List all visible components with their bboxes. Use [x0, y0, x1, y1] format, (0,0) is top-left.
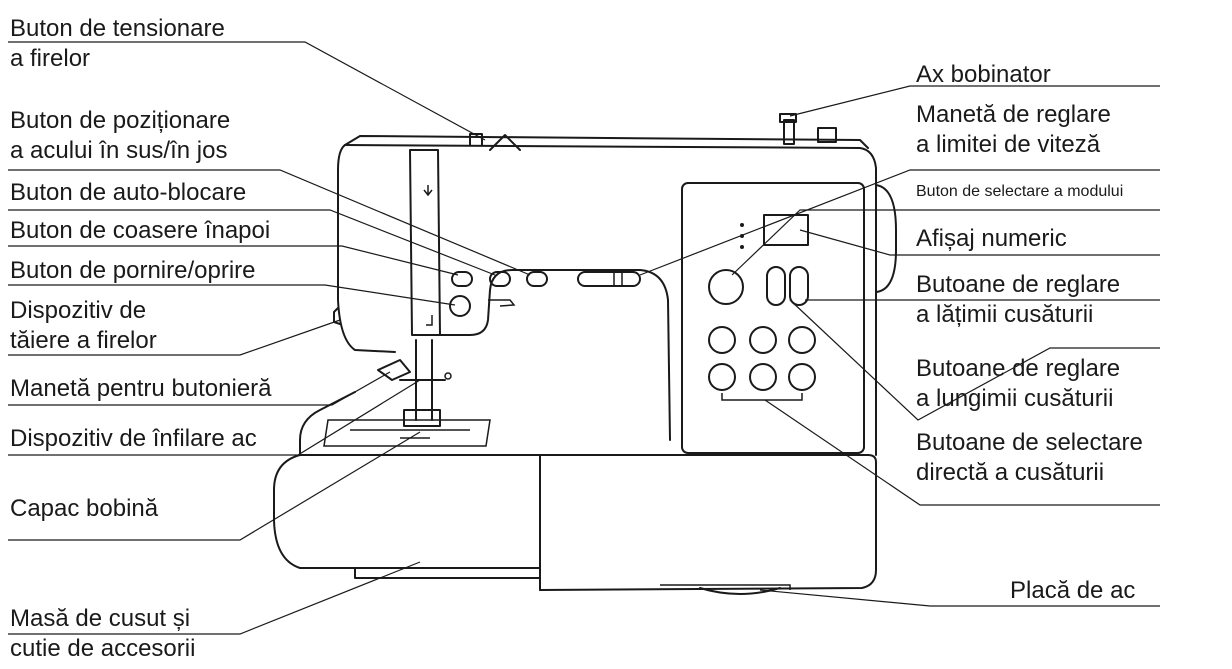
leader-numeric-display	[799, 229, 1160, 256]
label-line: Masă de cusut și	[10, 605, 191, 632]
label-line: Butoane de reglare	[916, 355, 1121, 382]
label-auto-lock-button: Buton de auto-blocare	[10, 179, 247, 206]
label-line: a firelor	[10, 45, 91, 72]
label-thread-tension-dial: Buton de tensionare a firelor	[10, 14, 225, 74]
numeric-display-part	[763, 214, 809, 246]
leader-speed-limit	[639, 169, 1160, 276]
leader-threader	[8, 379, 421, 456]
label-line: a lățimii cusăturii	[916, 301, 1094, 328]
leader-reverse	[8, 245, 459, 276]
auto-lock-button-part	[489, 271, 511, 287]
label-line: Manetă de reglare	[916, 101, 1111, 128]
arm-throat	[439, 269, 671, 441]
label-extension-table: Masă de cusut și cutie de accesorii	[10, 604, 195, 664]
label-start-stop-button: Buton de pornire/oprire	[10, 257, 256, 284]
label-line: Buton de poziționare	[10, 107, 231, 134]
base-outline	[354, 454, 877, 591]
label-line: cutie de accesorii	[10, 635, 196, 662]
needle-bar-channel	[409, 149, 441, 336]
label-stitch-length-buttons: Butoane de reglare a lungimii cusăturii	[916, 354, 1120, 414]
leader-bobbin-winder	[789, 85, 1160, 117]
head-outline	[344, 144, 877, 456]
speed-slider-knob	[613, 272, 623, 286]
label-needle-plate: Placă de ac	[1010, 577, 1136, 604]
leader-thread-tension	[8, 41, 486, 141]
leader-direct-stitch	[764, 399, 1160, 506]
leader-buttonhole	[8, 371, 391, 406]
machine-body	[273, 113, 897, 595]
label-line: a limitei de viteză	[916, 131, 1101, 158]
label-bobbin-cover: Capac bobină	[10, 495, 159, 522]
label-bobbin-winder-spindle: Ax bobinator	[916, 61, 1051, 88]
leader-extension-table	[8, 561, 421, 635]
label-line: Butoane de reglare	[916, 271, 1121, 298]
label-line: a acului în sus/în jos	[10, 137, 228, 164]
label-line: Buton de tensionare	[10, 15, 225, 42]
needle-plate-part	[323, 419, 491, 447]
indicator-dot	[740, 245, 744, 249]
label-buttonhole-lever: Manetă pentru butonieră	[10, 375, 272, 402]
bobbin-winder-spindle-part	[779, 113, 837, 145]
label-reverse-button: Buton de coasere înapoi	[10, 217, 271, 244]
leader-needle-up-down	[8, 169, 531, 276]
arrow-down-mark	[423, 185, 433, 197]
direct-stitch-button-part	[708, 326, 816, 401]
leader-bobbin-cover	[8, 431, 421, 541]
label-numeric-display: Afișaj numeric	[916, 225, 1067, 252]
bed-top	[299, 391, 541, 591]
extension-table-outline	[273, 454, 541, 569]
label-mode-select-button: Buton de selectare a modului	[916, 183, 1124, 200]
arrow-up-mark	[426, 315, 433, 326]
label-needle-threader: Dispozitiv de înfilare ac	[10, 425, 257, 452]
base-foot	[699, 587, 781, 595]
label-line: a lungimii cusăturii	[916, 385, 1114, 412]
label-direct-stitch-buttons: Butoane de selectare directă a cusăturii	[916, 428, 1143, 488]
label-line: Dispozitiv de	[10, 297, 147, 324]
leader-mode-select	[731, 209, 1160, 276]
leader-stitch-length	[789, 299, 1160, 421]
stitch-length-button-part	[789, 266, 809, 306]
mode-select-button-part	[708, 269, 744, 305]
label-stitch-width-buttons: Butoane de reglare a lățimii cusăturii	[916, 270, 1120, 330]
presser-foot-area	[377, 339, 452, 427]
label-line: Butoane de selectare	[916, 429, 1143, 456]
start-stop-button-part	[449, 295, 471, 317]
label-needle-up-down-button: Buton de poziționare a acului în sus/în …	[10, 106, 230, 166]
leader-auto-lock	[8, 209, 496, 276]
control-panel	[681, 182, 865, 454]
needle-plate-slot	[660, 584, 791, 590]
leader-needle-plate	[759, 589, 1160, 607]
leader-lines	[8, 41, 1160, 635]
arm-lever	[488, 299, 516, 307]
top-cover	[344, 135, 869, 149]
hand-wheel	[875, 184, 897, 293]
speed-slider-part	[577, 271, 641, 287]
label-thread-cutter: Dispozitiv de tăiere a firelor	[10, 296, 157, 356]
indicator-dot	[740, 223, 744, 227]
reverse-button-part	[451, 271, 473, 287]
label-speed-limit-lever: Manetă de reglare a limitei de viteză	[916, 100, 1111, 160]
stitch-width-button-part	[766, 266, 786, 306]
thread-cutter-part	[333, 307, 341, 325]
needle-plate-marks	[350, 429, 470, 439]
leader-thread-cutter	[8, 319, 341, 356]
leader-start-stop	[8, 284, 456, 306]
label-line: directă a cusăturii	[916, 459, 1105, 486]
needle-up-down-button-part	[526, 271, 548, 287]
end-cap	[337, 144, 396, 353]
label-line: tăiere a firelor	[10, 327, 157, 354]
